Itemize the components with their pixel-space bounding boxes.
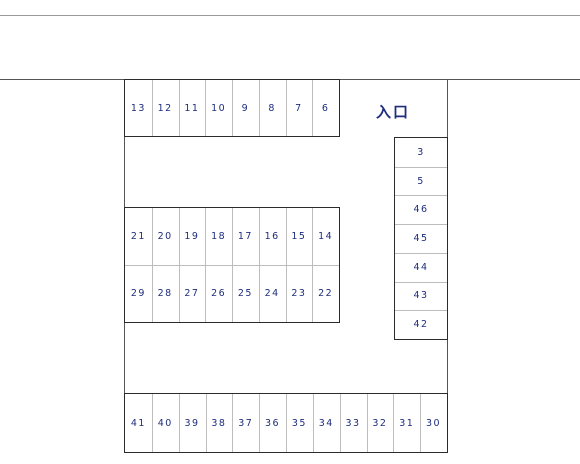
- row-divider: [125, 265, 339, 266]
- space-divider: [366, 394, 368, 452]
- space-divider: [151, 265, 153, 322]
- space-divider: [312, 265, 314, 322]
- parking-space-16: 16: [264, 231, 280, 242]
- space-divider: [205, 208, 207, 265]
- space-divider: [258, 80, 260, 136]
- parking-space-37: 37: [238, 417, 254, 429]
- parking-block-bottom: 41 40 39 38 37 36 35 34 33 32 31 30: [124, 393, 448, 453]
- parking-block-top: 13 12 11 10 9 8 7 6: [124, 79, 340, 137]
- parking-space-11: 11: [184, 102, 200, 114]
- entrance-label: 入口: [376, 103, 411, 121]
- parking-space-23: 23: [291, 288, 307, 299]
- space-divider: [151, 208, 153, 265]
- parking-space-19: 19: [184, 231, 200, 242]
- parking-space-12: 12: [157, 102, 173, 114]
- space-divider: [151, 80, 153, 136]
- parking-space-43: 43: [413, 290, 429, 302]
- parking-space-13: 13: [130, 102, 146, 114]
- parking-space-29: 29: [130, 288, 146, 299]
- space-divider: [205, 394, 207, 452]
- parking-space-26: 26: [211, 288, 227, 299]
- parking-space-6: 6: [321, 102, 330, 114]
- parking-space-27: 27: [184, 288, 200, 299]
- parking-space-42: 42: [413, 319, 429, 331]
- parking-space-22: 22: [318, 288, 334, 299]
- space-divider: [395, 281, 447, 283]
- space-divider: [258, 265, 260, 322]
- parking-space-14: 14: [318, 231, 334, 242]
- road-top-line: [0, 15, 580, 16]
- parking-block-middle: 21 20 19 18 17 16 15 14 29 28 27 26 25 24 23 22: [124, 207, 340, 323]
- parking-space-38: 38: [211, 417, 227, 429]
- parking-space-18: 18: [211, 231, 227, 242]
- parking-space-39: 39: [184, 417, 200, 429]
- space-divider: [393, 394, 395, 452]
- parking-space-25: 25: [237, 288, 253, 299]
- parking-space-45: 45: [413, 232, 429, 244]
- parking-space-33: 33: [345, 417, 361, 429]
- parking-space-41: 41: [130, 417, 146, 429]
- parking-block-right: 3 5 46 45 44 43 42: [394, 137, 448, 340]
- space-divider: [420, 394, 422, 452]
- space-divider: [151, 394, 153, 452]
- parking-space-7: 7: [295, 102, 303, 114]
- parking-space-17: 17: [237, 231, 253, 242]
- parking-space-35: 35: [291, 417, 307, 429]
- space-divider: [259, 394, 261, 452]
- parking-space-5: 5: [417, 175, 425, 187]
- space-divider: [285, 265, 287, 322]
- parking-space-40: 40: [157, 417, 173, 429]
- parking-space-34: 34: [318, 417, 334, 429]
- space-divider: [232, 80, 233, 136]
- space-divider: [312, 394, 314, 452]
- space-divider: [312, 208, 314, 265]
- parking-space-24: 24: [264, 288, 280, 299]
- parking-space-28: 28: [157, 288, 173, 299]
- space-divider: [395, 224, 447, 226]
- parking-space-8: 8: [268, 102, 276, 114]
- parking-space-31: 31: [399, 417, 415, 429]
- parking-space-30: 30: [426, 417, 442, 429]
- space-divider: [286, 394, 287, 452]
- space-divider: [339, 394, 341, 452]
- space-divider: [205, 265, 207, 322]
- space-divider: [178, 265, 180, 322]
- space-divider: [178, 80, 180, 136]
- parking-space-46: 46: [413, 204, 429, 216]
- space-divider: [285, 208, 287, 265]
- space-divider: [395, 166, 447, 168]
- parking-space-20: 20: [157, 231, 173, 242]
- space-divider: [178, 394, 180, 452]
- parking-space-32: 32: [372, 417, 388, 429]
- space-divider: [232, 394, 234, 452]
- parking-space-36: 36: [265, 417, 281, 429]
- space-divider: [205, 80, 207, 136]
- parking-space-15: 15: [291, 231, 307, 242]
- parking-space-21: 21: [130, 231, 146, 242]
- space-divider: [258, 208, 260, 265]
- space-divider: [395, 310, 447, 312]
- space-divider: [232, 208, 233, 265]
- space-divider: [285, 80, 287, 136]
- space-divider: [178, 208, 180, 265]
- parking-space-10: 10: [211, 102, 227, 114]
- space-divider: [312, 80, 314, 136]
- parking-space-9: 9: [241, 102, 250, 114]
- space-divider: [232, 265, 233, 322]
- space-divider: [395, 195, 447, 197]
- parking-space-44: 44: [413, 261, 429, 273]
- space-divider: [395, 252, 447, 254]
- parking-space-3: 3: [417, 146, 425, 158]
